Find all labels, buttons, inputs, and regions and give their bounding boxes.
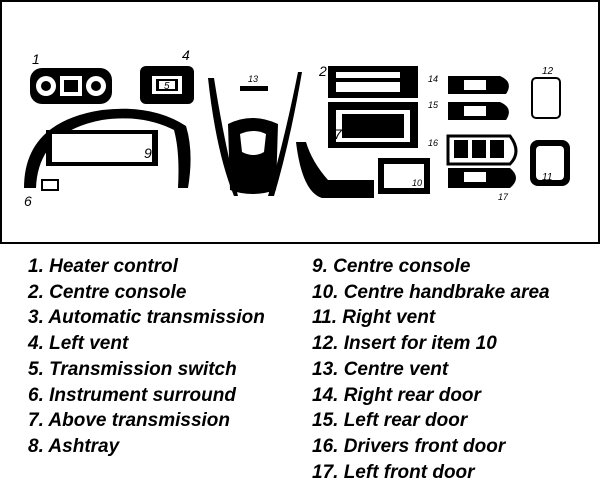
part-number-11: 11: [542, 172, 552, 183]
legend-item: 17. Left front door: [312, 461, 475, 483]
legend-right-column: 9. Centre console 10. Centre handbrake a…: [312, 254, 550, 485]
part-number-8: 8: [402, 75, 410, 91]
legend-item: 13. Centre vent: [312, 358, 449, 380]
legend-item: 7. Above transmission: [28, 410, 231, 432]
legend-item: 4. Left vent: [28, 333, 129, 355]
part-right-vent: [530, 140, 570, 186]
diagram-frame: 1 2 3 4 5 6 7 8 9 10 11 12 13 14 15 16 1…: [0, 0, 600, 244]
part-handbrake-area: [296, 142, 430, 198]
legend-item: 2. Centre console: [28, 281, 187, 303]
legend-item: 6. Instrument surround: [28, 384, 236, 406]
legend-item: 11. Right vent: [312, 307, 436, 329]
legend-left-column: 1. Heater control 2. Centre console 3. A…: [28, 254, 265, 460]
legend-item: 9. Centre console: [312, 256, 471, 277]
legend-item: 10. Centre handbrake area: [312, 281, 550, 303]
part-heater-control: [30, 68, 112, 104]
part-number-17: 17: [498, 192, 509, 202]
part-doors: [446, 76, 518, 188]
legend-item: 8. Ashtray: [28, 435, 120, 457]
part-number-16: 16: [428, 138, 438, 148]
part-number-9: 9: [144, 145, 152, 161]
legend-item: 5. Transmission switch: [28, 358, 237, 380]
part-insert: [531, 77, 561, 119]
legend-item: 3. Automatic transmission: [28, 307, 265, 329]
part-number-2: 2: [318, 63, 327, 79]
legend-item: 1. Heater control: [28, 256, 178, 277]
part-ashtray-area: [328, 66, 418, 148]
part-automatic-transmission: [208, 72, 302, 196]
part-number-5: 5: [164, 81, 170, 92]
legend-item: 14. Right rear door: [312, 384, 481, 406]
part-centre-vent: [240, 86, 268, 91]
part-number-15: 15: [428, 100, 439, 110]
legend-item: 15. Left rear door: [312, 410, 468, 432]
part-number-1: 1: [32, 51, 40, 67]
part-number-12: 12: [542, 66, 554, 77]
parts-diagram: 1 2 3 4 5 6 7 8 9 10 11 12 13 14 15 16 1…: [24, 47, 570, 209]
part-number-4: 4: [182, 47, 190, 63]
legend-item: 16. Drivers front door: [312, 435, 506, 457]
part-number-6: 6: [24, 193, 32, 209]
part-number-13: 13: [248, 74, 258, 84]
part-number-3: 3: [256, 167, 264, 183]
part-number-14: 14: [428, 74, 438, 84]
part-number-7: 7: [334, 126, 343, 142]
part-instrument-surround: [24, 108, 191, 191]
part-number-10: 10: [412, 178, 422, 188]
legend-item: 12. Insert for item 10: [312, 333, 497, 355]
part-left-vent: [140, 66, 194, 104]
